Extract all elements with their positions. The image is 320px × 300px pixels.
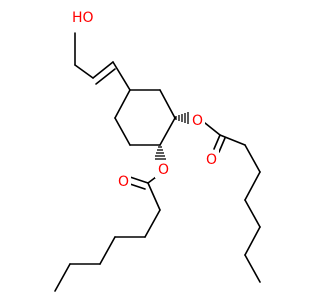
cyclohexane-ring xyxy=(114,89,176,146)
chain-upper-1 xyxy=(219,134,246,146)
ring-bond-4 xyxy=(159,117,176,146)
chain-lower-2 xyxy=(144,209,161,238)
chain-upper-4 xyxy=(244,199,261,228)
bond-ch2-ch xyxy=(74,64,94,79)
chain-lower-4 xyxy=(99,236,116,265)
bond-co-double-upper-a xyxy=(213,134,221,150)
chain-lower-1 xyxy=(147,182,161,211)
molecule-structure: HO O O O O xyxy=(54,6,261,292)
ester-oxygen-upper-label: O xyxy=(192,113,203,129)
allyl-alcohol-chain xyxy=(74,32,131,91)
chain-upper-5 xyxy=(244,226,261,256)
chain-upper-6 xyxy=(244,254,261,283)
hashed-wedge-upper xyxy=(175,112,189,124)
ester-oxygen-lower-label: O xyxy=(158,162,169,178)
ring-bond-5 xyxy=(159,89,176,119)
ring-bond-1 xyxy=(114,89,131,119)
carbonyl-oxygen-lower-label: O xyxy=(118,174,129,190)
atom-labels: HO O O O O xyxy=(70,6,219,190)
ring-bond-2 xyxy=(114,117,131,146)
chain-upper-3 xyxy=(244,171,261,201)
bond-co-double-upper-b xyxy=(218,137,226,153)
hashed-wedge-lower xyxy=(155,146,166,160)
bond-double-b xyxy=(95,68,116,85)
structure-canvas: HO O O O O xyxy=(54,6,261,292)
upper-octanoate-chain xyxy=(204,122,261,283)
bond-co-double-lower-a xyxy=(129,176,149,184)
bond-ch-ring xyxy=(112,61,131,91)
chain-upper-2 xyxy=(244,144,261,173)
bond-o-carbonyl-upper xyxy=(204,122,221,136)
bond-double-a xyxy=(92,61,114,79)
chain-lower-6 xyxy=(54,263,71,292)
lower-octanoate-chain xyxy=(54,173,161,292)
hydroxyl-label: HO xyxy=(72,10,94,26)
carbonyl-oxygen-upper-label: O xyxy=(206,152,217,168)
